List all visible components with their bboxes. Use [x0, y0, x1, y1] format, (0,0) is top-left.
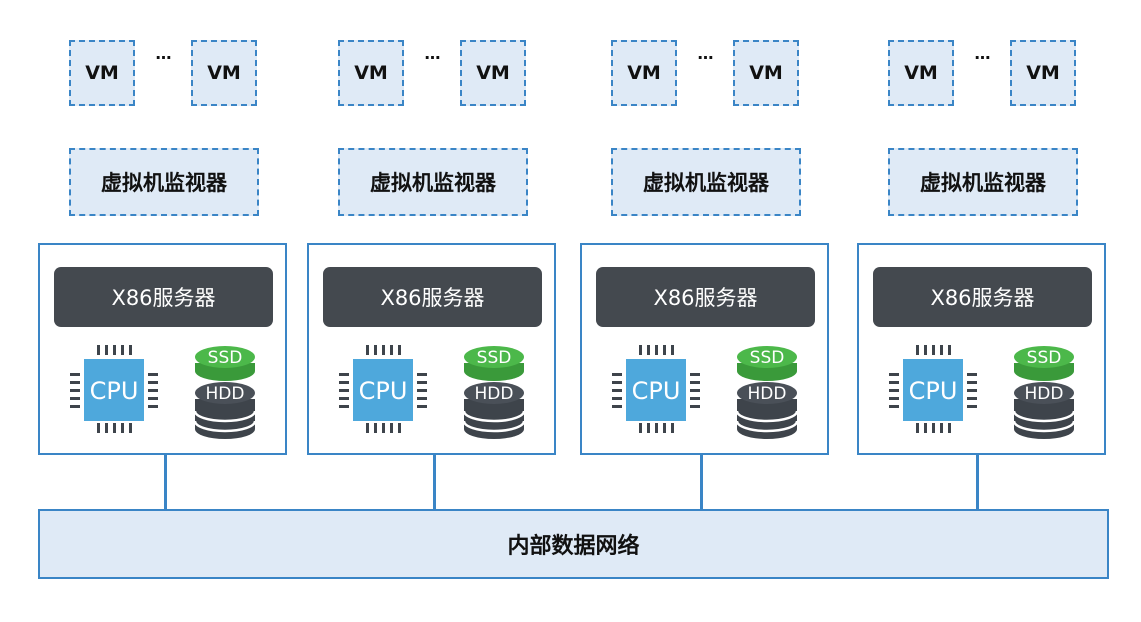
vm-ellipsis: … — [697, 44, 714, 63]
ssd-label: SSD — [1027, 348, 1062, 368]
ssd-label: SSD — [208, 348, 243, 368]
x86-server-box: X86服务器 CPU SSD — [857, 243, 1106, 455]
storage-icon: SSD HDD — [193, 346, 257, 439]
ssd-disk-icon: SSD — [1014, 346, 1074, 381]
vm-box: VM — [1010, 40, 1076, 106]
server-label: X86服务器 — [596, 267, 815, 327]
cpu-chip-icon: CPU — [889, 345, 977, 433]
x86-server-box: X86服务器 CPU SSD — [38, 243, 287, 455]
vm-ellipsis: … — [974, 44, 991, 63]
storage-icon: SSD HDD — [462, 346, 526, 439]
x86-server-box: X86服务器 CPU SSD — [580, 243, 829, 455]
vm-ellipsis: … — [424, 44, 441, 63]
hdd-label: HDD — [475, 384, 514, 404]
cpu-label: CPU — [90, 377, 139, 405]
hypervisor-box: 虚拟机监视器 — [611, 148, 801, 216]
hdd-disk-icon: HDD — [735, 382, 799, 439]
ssd-label: SSD — [477, 348, 512, 368]
node-3: VM … VM 虚拟机监视器 X86服务器 CPU SSD — [542, 0, 829, 460]
network-link — [433, 455, 436, 509]
cpu-label: CPU — [359, 377, 408, 405]
server-label: X86服务器 — [323, 267, 542, 327]
network-link — [700, 455, 703, 509]
node-1: VM … VM 虚拟机监视器 X86服务器 CPU SSD — [0, 0, 287, 460]
storage-icon: SSD HDD — [1012, 346, 1076, 439]
hypervisor-box: 虚拟机监视器 — [338, 148, 528, 216]
cpu-chip-icon: CPU — [339, 345, 427, 433]
x86-server-box: X86服务器 CPU SSD — [307, 243, 556, 455]
vm-box: VM — [733, 40, 799, 106]
network-link — [976, 455, 979, 509]
vm-box: VM — [338, 40, 404, 106]
hdd-disk-icon: HDD — [462, 382, 526, 439]
node-4: VM … VM 虚拟机监视器 X86服务器 CPU SSD — [819, 0, 1106, 460]
storage-icon: SSD HDD — [735, 346, 799, 439]
ssd-label: SSD — [750, 348, 785, 368]
hypervisor-box: 虚拟机监视器 — [888, 148, 1078, 216]
vm-box: VM — [69, 40, 135, 106]
hypervisor-box: 虚拟机监视器 — [69, 148, 259, 216]
hdd-disk-icon: HDD — [193, 382, 257, 439]
server-label: X86服务器 — [54, 267, 273, 327]
hdd-label: HDD — [1025, 384, 1064, 404]
ssd-disk-icon: SSD — [737, 346, 797, 381]
vm-box: VM — [191, 40, 257, 106]
node-2: VM … VM 虚拟机监视器 X86服务器 CPU SSD — [269, 0, 556, 460]
ssd-disk-icon: SSD — [464, 346, 524, 381]
cpu-chip-icon: CPU — [70, 345, 158, 433]
internal-data-network-bar: 内部数据网络 — [38, 509, 1109, 579]
vm-ellipsis: … — [155, 44, 172, 63]
ssd-disk-icon: SSD — [195, 346, 255, 381]
vm-box: VM — [611, 40, 677, 106]
vm-box: VM — [888, 40, 954, 106]
network-link — [164, 455, 167, 509]
vm-box: VM — [460, 40, 526, 106]
hdd-disk-icon: HDD — [1012, 382, 1076, 439]
server-label: X86服务器 — [873, 267, 1092, 327]
cpu-label: CPU — [632, 377, 681, 405]
hdd-label: HDD — [748, 384, 787, 404]
cpu-chip-icon: CPU — [612, 345, 700, 433]
hdd-label: HDD — [206, 384, 245, 404]
cpu-label: CPU — [909, 377, 958, 405]
